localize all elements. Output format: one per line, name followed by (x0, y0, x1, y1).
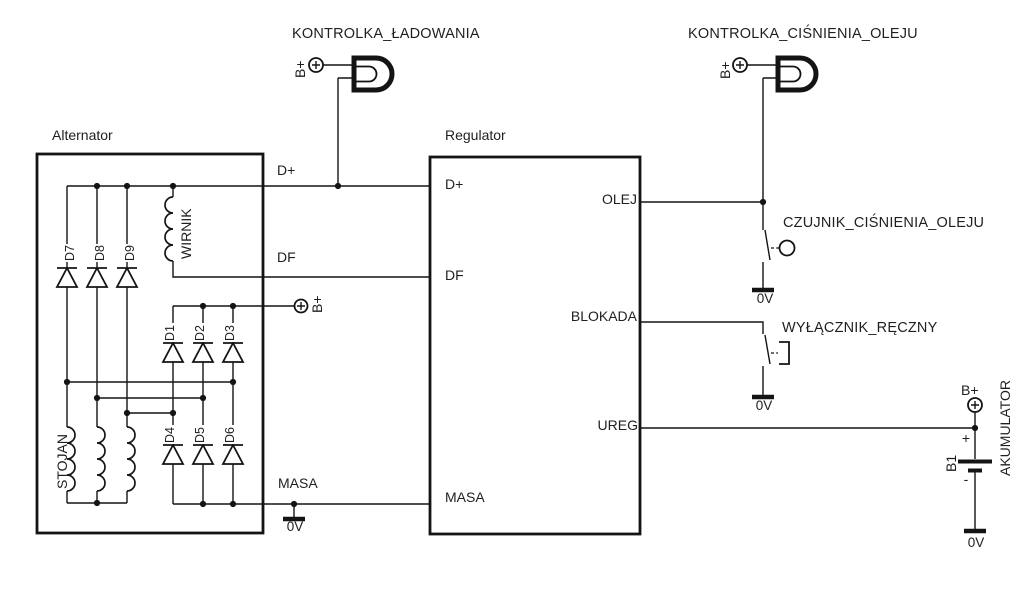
alternator-bplus-terminal-icon (293, 298, 309, 314)
manual-switch-title: WYŁĄCZNIK_RĘCZNY (782, 320, 938, 336)
battery-plus-label: + (962, 430, 970, 446)
alternator-pin-df: DF (277, 249, 296, 265)
diode-d5-icon (191, 443, 215, 465)
masa-ground-label: 0V (287, 519, 304, 534)
oil-pressure-switch-icon (764, 229, 796, 261)
regulator-box (428, 155, 642, 536)
regulator-pin-dplus: D+ (445, 176, 463, 192)
diode-d6-icon (221, 443, 245, 465)
regulator-pin-df: DF (445, 267, 464, 283)
rotor-label: WIRNIK (178, 208, 194, 259)
diode-d8-icon (85, 266, 109, 288)
rotor-coil-icon (164, 196, 174, 262)
diode-d7-label: D7 (63, 245, 77, 261)
charging-lamp-terminal-label: B+ (292, 60, 308, 78)
charging-lamp-title: KONTROLKA_ŁADOWANIA (292, 26, 480, 42)
right-side-wires (640, 201, 976, 529)
battery-ground-label: 0V (968, 535, 985, 550)
alternator-pin-dplus: D+ (277, 162, 295, 178)
diode-d9-label: D9 (123, 245, 137, 261)
diode-d3-label: D3 (223, 325, 237, 341)
diode-d2-icon (191, 341, 215, 363)
diode-d5-label: D5 (193, 427, 207, 443)
diode-d2-label: D2 (193, 325, 207, 341)
diode-d7-icon (55, 266, 79, 288)
alternator-title: Alternator (52, 127, 113, 143)
diode-d9-icon (115, 266, 139, 288)
diode-d1-label: D1 (163, 325, 177, 341)
diode-label-backgrounds (61, 244, 235, 444)
battery-minus-label: - (964, 471, 969, 487)
regulator-pin-ureg: UREG (598, 417, 638, 433)
manual-switch-icon (764, 334, 790, 365)
charging-lamp-terminal-icon (308, 57, 324, 73)
alternator-pin-bplus: B+ (309, 295, 325, 313)
alternator-pin-masa: MASA (278, 475, 318, 491)
battery-bplus-terminal-icon (967, 397, 983, 413)
rectifier-diodes (55, 266, 245, 465)
diode-d8-label: D8 (93, 245, 107, 261)
diode-d1-icon (161, 341, 185, 363)
oil-lamp-title: KONTROLKA_CIŚNIENIA_OLEJU (688, 24, 918, 42)
battery-terminal-label: B+ (961, 382, 979, 398)
diode-d6-label: D6 (223, 427, 237, 443)
junction-dots (63, 182, 979, 508)
alternator-box (35, 152, 265, 535)
oil-lamp-terminal-label: B+ (717, 61, 733, 79)
diode-d4-label: D4 (163, 427, 177, 443)
oil-lamp-icon (775, 55, 819, 93)
regulator-pin-olej: OLEJ (602, 191, 637, 207)
battery-designator: B1 (943, 455, 959, 472)
battery-name: AKUMULATOR (997, 380, 1013, 476)
charging-lamp-icon (351, 55, 395, 93)
lamp-wires (323, 64, 778, 202)
stator-label: STOJAN (54, 434, 70, 489)
regulator-title: Regulator (445, 127, 506, 143)
battery-icon (958, 459, 992, 473)
oil-lamp-terminal-icon (732, 57, 748, 73)
sensor-ground-label: 0V (757, 291, 774, 306)
alternator-internal-wires (66, 185, 430, 517)
stator-coil-icon (66, 426, 136, 492)
regulator-pin-masa: MASA (445, 489, 485, 505)
oil-sensor-title: CZUJNIK_CIŚNIENIA_OLEJU (783, 213, 984, 231)
diode-d3-icon (221, 341, 245, 363)
diode-d4-icon (161, 443, 185, 465)
regulator-pin-blokada: BLOKADA (571, 308, 638, 324)
switch-ground-label: 0V (756, 398, 773, 413)
